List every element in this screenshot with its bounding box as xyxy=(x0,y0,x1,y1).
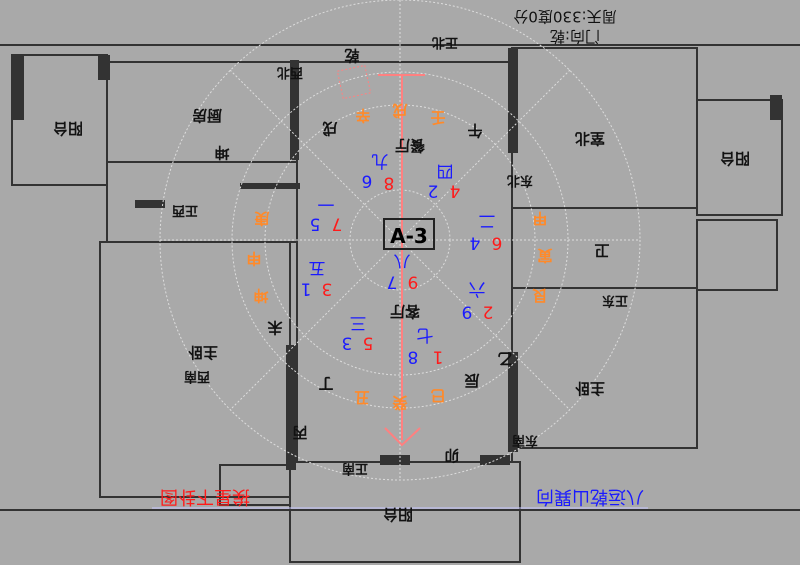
mountain-star: 6 xyxy=(361,170,373,191)
mountain-star: 1 xyxy=(300,278,312,299)
ring-label: 丙 xyxy=(292,423,308,442)
water-star: 9 xyxy=(407,271,419,292)
room-bedroom-1: 主卧 xyxy=(187,343,219,362)
water-star: 4 xyxy=(449,180,461,201)
compass-rings xyxy=(159,0,641,481)
direction-label: 西南 xyxy=(183,368,211,384)
direction-label: 正西 xyxy=(171,202,199,218)
direction-label: 东北 xyxy=(506,172,534,188)
palace-period: 五 xyxy=(308,257,326,278)
walls xyxy=(0,44,800,563)
ring-label: 申 xyxy=(246,249,262,268)
room-bedroom-2: 室北 xyxy=(574,129,606,148)
mountain-star: 9 xyxy=(461,301,473,322)
mountain-star: 5 xyxy=(309,213,321,234)
mountain-star: 2 xyxy=(427,180,439,201)
wall-fills xyxy=(12,48,782,470)
palace-period: 二 xyxy=(478,210,496,231)
room-balcony-2: 阳台 xyxy=(719,149,751,168)
ring-label: 丑 xyxy=(354,388,370,407)
center-box xyxy=(383,218,435,250)
palace-period: 一 xyxy=(317,193,335,214)
room-bedroom-3: 主卧 xyxy=(574,379,606,398)
ring-label: 坤 xyxy=(214,143,230,162)
mountain-star: 3 xyxy=(341,332,353,353)
ring-label: 未 xyxy=(267,318,283,337)
water-star: 8 xyxy=(383,172,395,193)
ring-label: 卯 xyxy=(444,446,460,465)
ring-label: 午 xyxy=(467,121,483,140)
center-label: A-3 xyxy=(390,224,428,248)
room-living: 客厅 xyxy=(389,302,421,321)
direction-label: 正北 xyxy=(431,34,459,50)
mountain-star: 7 xyxy=(386,271,398,292)
ring-label: 艮 xyxy=(532,286,548,305)
ring-label: 癸 xyxy=(392,393,408,412)
palace-period: 九 xyxy=(371,150,389,171)
water-star: 1 xyxy=(432,346,444,367)
mountain-star: 4 xyxy=(469,232,481,253)
direction-label: 东南 xyxy=(511,432,539,448)
water-star: 7 xyxy=(331,213,343,234)
water-star: 5 xyxy=(362,332,374,353)
ring-label: 戌 xyxy=(322,119,338,138)
water-star: 2 xyxy=(482,301,494,322)
ring-label: 丁 xyxy=(318,374,334,393)
door-direction-label: 门向:乾 xyxy=(549,27,601,46)
palace-period: 六 xyxy=(468,278,486,299)
palace-period: 七 xyxy=(416,324,434,345)
palace-period: 四 xyxy=(436,160,454,181)
direction-label: 西北 xyxy=(276,64,304,80)
ring-label: 坤 xyxy=(253,286,269,305)
door-marker xyxy=(336,64,372,100)
ring-label: 庚 xyxy=(254,209,270,228)
room-balcony-3: 阳台 xyxy=(382,505,414,524)
direction-label: 正东 xyxy=(601,292,629,308)
room-dining: 餐厅 xyxy=(394,136,426,155)
ring-label: 乙 xyxy=(497,349,513,368)
caption-right: 八运乾山巽向 xyxy=(536,486,644,507)
ring-label: 巳 xyxy=(430,386,446,405)
ring-label: 乾 xyxy=(344,46,360,65)
ring-label: 辰 xyxy=(464,371,480,390)
ring-label: 辛 xyxy=(355,106,371,125)
room-kitchen: 厨房 xyxy=(191,106,223,125)
water-star: 6 xyxy=(491,232,503,253)
degrees-label: 周天:330度0分 xyxy=(513,7,617,26)
room-balcony-1: 阳台 xyxy=(52,119,84,138)
ring-label: 壬 xyxy=(430,108,446,127)
water-star: 3 xyxy=(321,278,333,299)
room-bath: 卫 xyxy=(594,241,610,260)
ring-label: 寅 xyxy=(537,246,553,265)
palace-period: 八 xyxy=(393,250,411,271)
axis-line xyxy=(378,74,425,447)
ring-label: 戌 xyxy=(392,101,408,120)
mountain-star: 8 xyxy=(407,346,419,367)
direction-label: 正南 xyxy=(341,460,369,476)
caption-left: 挨星下卦图 xyxy=(160,486,250,507)
ring-label: 甲 xyxy=(532,209,548,228)
palace-period: 三 xyxy=(349,312,367,333)
